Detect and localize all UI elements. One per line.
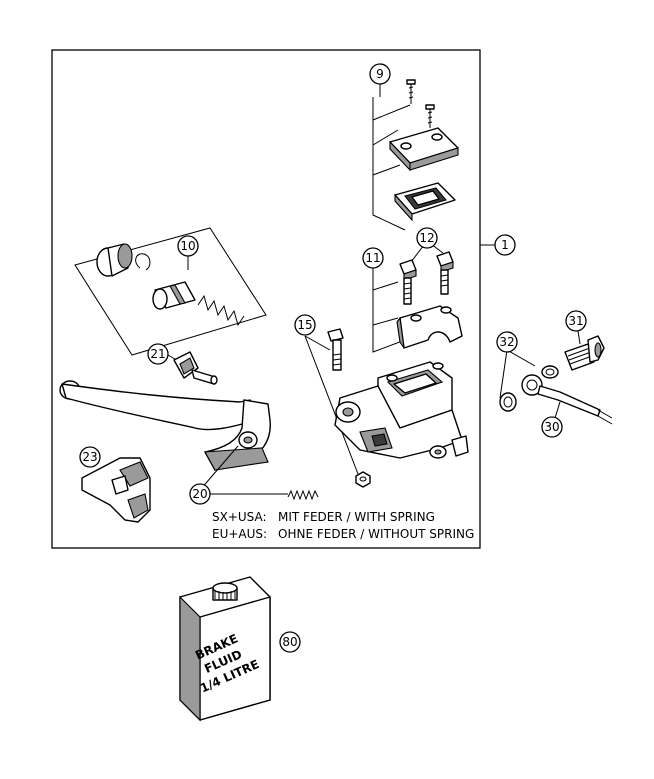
piston	[152, 281, 196, 310]
callout-label: 11	[365, 251, 380, 265]
reservoir-cover-group	[372, 79, 459, 231]
clamp-bolt	[399, 259, 417, 305]
variant-notes: SX+USA: MIT FEDER / WITH SPRING EU+AUS: …	[212, 510, 474, 541]
brake-lever	[59, 380, 271, 471]
callout-label: 9	[376, 67, 384, 81]
callout-15: 15	[294, 314, 316, 336]
callout-label: 80	[282, 635, 297, 649]
note-text-2: OHNE FEDER / WITHOUT SPRING	[278, 527, 474, 541]
brake-fluid-bottle: BRAKE FLUID 1/4 LITRE	[179, 576, 271, 722]
assembly-frame	[51, 49, 481, 549]
piston-spring	[197, 294, 245, 327]
callout-1: 1	[480, 234, 516, 256]
callout-label: 23	[82, 450, 97, 464]
callout-30: 30	[541, 401, 563, 438]
piston-kit-group	[74, 227, 267, 356]
callout-80: 80	[279, 631, 301, 653]
reservoir-cover	[389, 127, 459, 172]
callout-32: 32	[496, 331, 518, 353]
note-variant-1: SX+USA:	[212, 510, 267, 524]
callout-23: 23	[79, 446, 101, 468]
bottle-cap	[212, 582, 238, 601]
adjuster-knob	[173, 351, 218, 385]
handlebar-clamp	[396, 305, 463, 349]
cover-screw	[406, 79, 416, 104]
clamp-bolt	[436, 251, 454, 295]
callout-label: 15	[297, 318, 312, 332]
cover-screw	[425, 104, 435, 128]
clamp-group	[372, 240, 463, 353]
hose-group	[499, 335, 613, 425]
callout-9: 9	[369, 63, 391, 97]
pivot-bolt-group	[304, 328, 371, 488]
callout-label: 10	[180, 239, 195, 253]
callout-31: 31	[565, 310, 587, 345]
pivot-nut	[355, 471, 371, 488]
callout-label: 31	[568, 314, 583, 328]
piston-cup	[96, 243, 133, 277]
callout-10: 10	[177, 235, 199, 270]
lever-cover	[81, 457, 151, 523]
circlip	[135, 253, 151, 271]
note-variant-2: EU+AUS:	[212, 527, 267, 541]
callout-label: 30	[544, 420, 559, 434]
callout-label: 20	[192, 487, 207, 501]
sealing-washer	[541, 365, 559, 379]
sealing-washer	[499, 392, 517, 412]
callout-label: 21	[150, 347, 165, 361]
master-cylinder-body	[334, 361, 469, 459]
callout-12: 12	[416, 227, 438, 249]
callout-label: 12	[419, 231, 434, 245]
callout-21: 21	[147, 343, 169, 365]
callout-20: 20	[189, 483, 211, 505]
adjuster-group	[167, 351, 218, 385]
return-spring-group	[199, 445, 319, 501]
callout-label: 32	[499, 335, 514, 349]
callout-label: 1	[501, 238, 509, 252]
brake-hose	[521, 374, 613, 425]
banjo-bolt	[564, 335, 605, 371]
return-spring	[287, 489, 319, 501]
pivot-bolt	[327, 328, 344, 371]
note-text-1: MIT FEDER / WITH SPRING	[278, 510, 435, 524]
callout-11: 11	[362, 247, 384, 269]
reservoir-diaphragm	[394, 182, 456, 222]
